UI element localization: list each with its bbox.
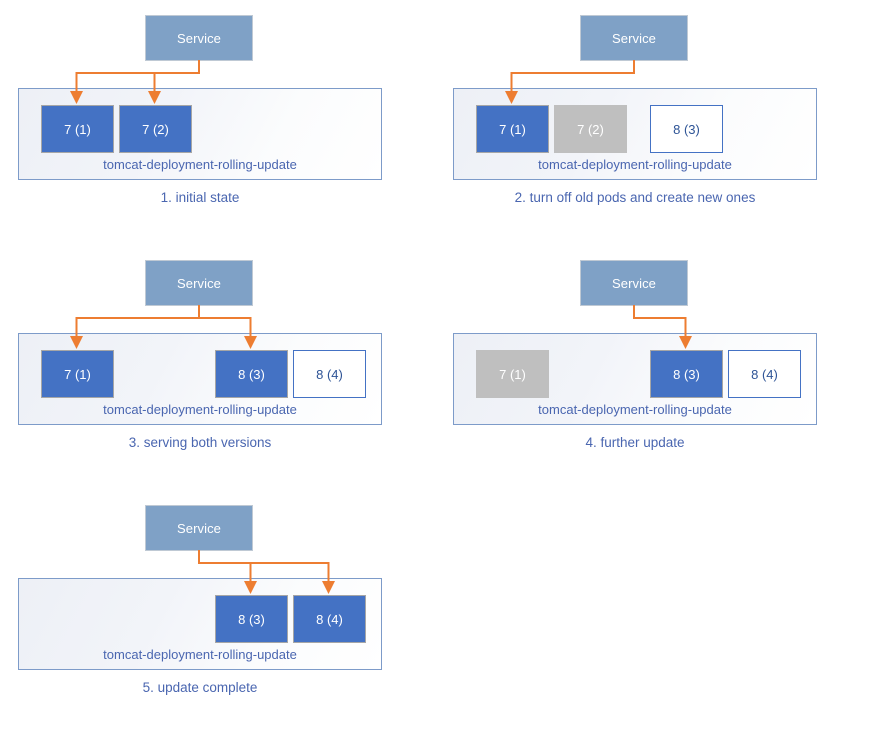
service-label: Service (176, 520, 222, 536)
pod-1[interactable]: 7 (1) (476, 105, 549, 153)
deployment-name-label: tomcat-deployment-rolling-update (103, 157, 297, 172)
panel-1: tomcat-deployment-rolling-update 7 (1) 7 (… (0, 0, 435, 245)
service-node[interactable]: Service (145, 260, 253, 306)
deployment-container: tomcat-deployment-rolling-update 7 (1) 7 (… (453, 88, 817, 180)
pod-label: 7 (2) (142, 121, 169, 137)
pod-4[interactable]: 8 (4) (293, 595, 366, 643)
pod-label: 8 (4) (751, 366, 778, 382)
deployment-container: tomcat-deployment-rolling-update 7 (1) 8 (… (18, 333, 382, 425)
pod-3[interactable]: 8 (3) (215, 595, 288, 643)
pod-label: 8 (3) (673, 366, 700, 382)
deployment-name-label: tomcat-deployment-rolling-update (103, 402, 297, 417)
pod-2[interactable]: 7 (2) (119, 105, 192, 153)
panel-caption: 3. serving both versions (128, 435, 272, 450)
rolling-update-diagram: tomcat-deployment-rolling-update 7 (1) 7 (… (0, 0, 870, 695)
panel-4: tomcat-deployment-rolling-update 7 (1) 8 (… (435, 245, 870, 490)
pod-3[interactable]: 8 (3) (215, 350, 288, 398)
pod-2[interactable]: 7 (2) (554, 105, 627, 153)
pod-1[interactable]: 7 (1) (41, 350, 114, 398)
pod-4[interactable]: 8 (4) (293, 350, 366, 398)
panel-2: tomcat-deployment-rolling-update 7 (1) 7 (… (435, 0, 870, 245)
pod-label: 7 (1) (499, 366, 526, 382)
pod-label: 8 (3) (238, 611, 265, 627)
pod-1[interactable]: 7 (1) (41, 105, 114, 153)
panel-caption: 2. turn off old pods and create new ones (514, 190, 756, 205)
deployment-container: tomcat-deployment-rolling-update 7 (1) 8 (… (453, 333, 817, 425)
pod-1[interactable]: 7 (1) (476, 350, 549, 398)
deployment-name-label: tomcat-deployment-rolling-update (538, 402, 732, 417)
pod-3[interactable]: 8 (3) (650, 350, 723, 398)
service-node[interactable]: Service (145, 15, 253, 61)
pod-3[interactable]: 8 (3) (650, 105, 723, 153)
deployment-name-label: tomcat-deployment-rolling-update (538, 157, 732, 172)
service-label: Service (176, 30, 222, 46)
panel-5: tomcat-deployment-rolling-update 8 (3) 8 (… (0, 490, 435, 735)
pod-label: 8 (4) (316, 366, 343, 382)
pod-label: 8 (3) (673, 121, 700, 137)
pod-label: 7 (1) (64, 121, 91, 137)
panel-caption: 1. initial state (160, 190, 240, 205)
panel-caption: 5. update complete (142, 680, 258, 695)
deployment-name-label: tomcat-deployment-rolling-update (103, 647, 297, 662)
deployment-container: tomcat-deployment-rolling-update 7 (1) 7 (… (18, 88, 382, 180)
service-node[interactable]: Service (580, 15, 688, 61)
deployment-container: tomcat-deployment-rolling-update 8 (3) 8 (… (18, 578, 382, 670)
pod-label: 8 (3) (238, 366, 265, 382)
service-label: Service (611, 30, 657, 46)
service-label: Service (611, 275, 657, 291)
pod-label: 8 (4) (316, 611, 343, 627)
service-label: Service (176, 275, 222, 291)
pod-label: 7 (1) (499, 121, 526, 137)
pod-label: 7 (1) (64, 366, 91, 382)
panel-3: tomcat-deployment-rolling-update 7 (1) 8 (… (0, 245, 435, 490)
pod-4[interactable]: 8 (4) (728, 350, 801, 398)
pod-label: 7 (2) (577, 121, 604, 137)
panel-caption: 4. further update (585, 435, 685, 450)
service-node[interactable]: Service (145, 505, 253, 551)
service-node[interactable]: Service (580, 260, 688, 306)
